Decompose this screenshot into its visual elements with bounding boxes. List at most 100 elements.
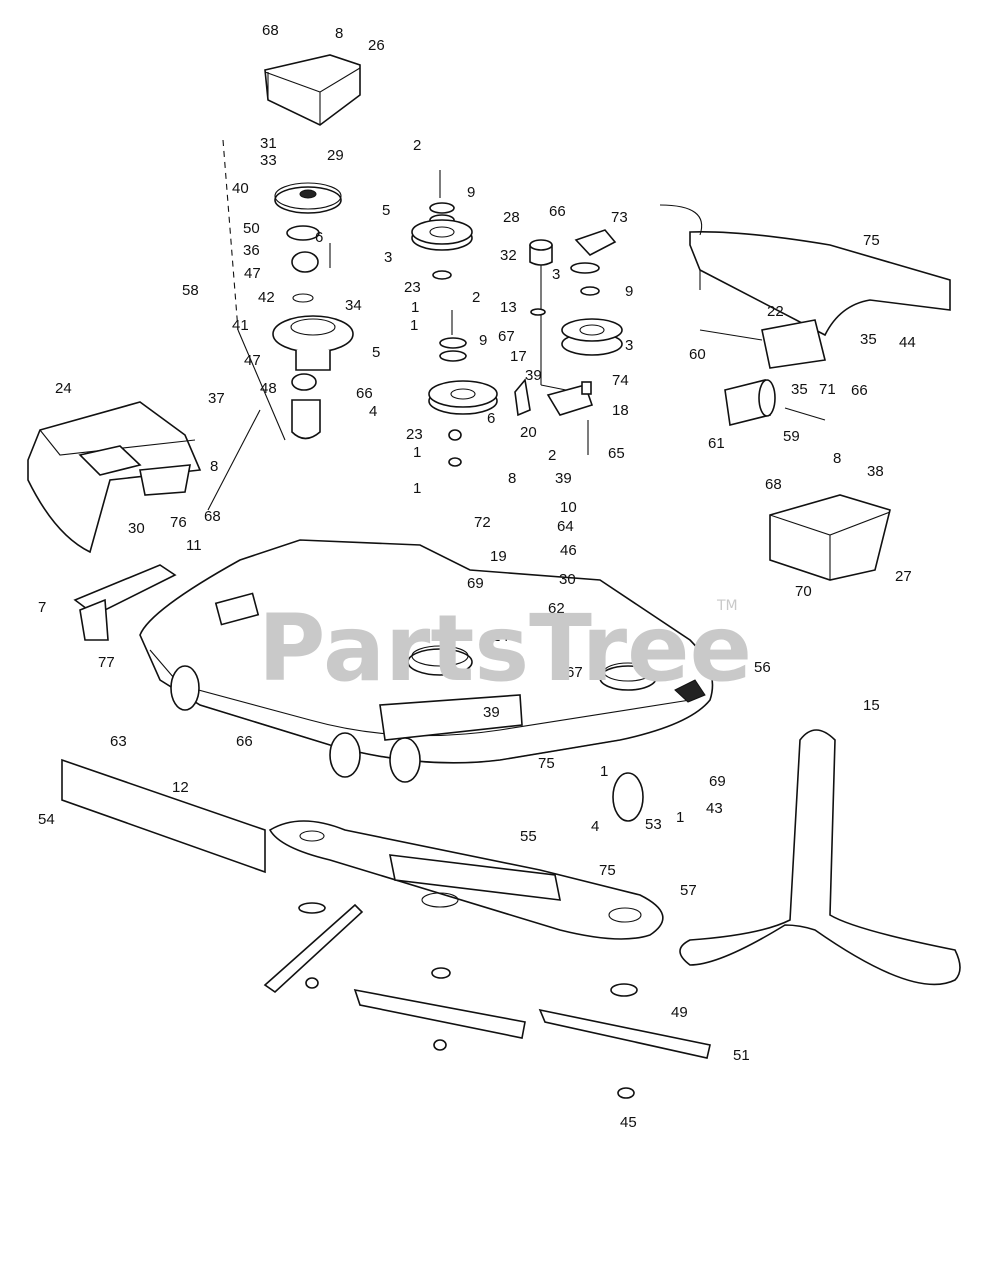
callout-label: 8 [210, 458, 218, 475]
callout-label: 9 [479, 332, 487, 349]
callout-label: 15 [863, 697, 880, 714]
callout-label: 57 [680, 882, 697, 899]
callout-label: 10 [560, 499, 577, 516]
callout-label: 49 [671, 1004, 688, 1021]
callout-label: 1 [600, 763, 608, 780]
callout-label: 75 [599, 862, 616, 879]
callout-label: 76 [170, 514, 187, 531]
right-box-cover [769, 494, 891, 581]
callout-label: 23 [404, 279, 421, 296]
callout-label: 7 [38, 599, 46, 616]
callout-label: 48 [260, 380, 277, 397]
callout-label: 67 [498, 328, 515, 345]
callout-label: 12 [172, 779, 189, 796]
belt-cover-left [27, 401, 202, 554]
callout-label: 39 [525, 367, 542, 384]
callout-label: 1 [413, 480, 421, 497]
callout-label: 44 [899, 334, 916, 351]
callout-label: 6 [315, 229, 323, 246]
callout-label: 11 [186, 537, 202, 554]
right-belt-cover [659, 204, 951, 337]
callout-label: 3 [384, 249, 392, 266]
callout-label: 66 [851, 382, 868, 399]
callout-label: 14 [492, 628, 509, 645]
callout-label: 61 [708, 435, 725, 452]
callout-label: 19 [490, 548, 507, 565]
callout-label: 45 [620, 1114, 637, 1131]
callout-label: 26 [368, 37, 385, 54]
callout-label: 66 [236, 733, 253, 750]
callout-label: 17 [510, 348, 527, 365]
callout-label: 35 [791, 381, 808, 398]
callout-label: 3 [552, 266, 560, 283]
callout-label: 47 [244, 352, 261, 369]
idler-pulley-lower [428, 380, 498, 415]
callout-label: 39 [555, 470, 572, 487]
callout-label: 30 [128, 520, 145, 537]
callout-label: 31 [260, 135, 277, 152]
callout-label: 67 [566, 664, 583, 681]
blade-baffle-plate [268, 820, 664, 940]
callout-label: 68 [204, 508, 221, 525]
callout-label: 51 [733, 1047, 750, 1064]
callout-label: 4 [591, 818, 599, 835]
callout-label: 53 [645, 816, 662, 833]
callout-label: 73 [611, 209, 628, 226]
callout-label: 41 [232, 317, 249, 334]
callout-label: 62 [548, 600, 565, 617]
callout-label: 72 [474, 514, 491, 531]
callout-label: 54 [38, 811, 55, 828]
callout-label: 64 [557, 518, 574, 535]
callout-label: 1 [411, 299, 419, 316]
callout-label: 8 [833, 450, 841, 467]
idler-pulley-arm [561, 318, 623, 356]
callout-label: 46 [560, 542, 577, 559]
callout-label: 35 [860, 331, 877, 348]
callout-label: 2 [472, 289, 480, 306]
callout-label: 55 [520, 828, 537, 845]
callout-label: 36 [243, 242, 260, 259]
callout-label: 65 [608, 445, 625, 462]
watermark-trademark: TM [716, 598, 738, 614]
callout-label: 23 [406, 426, 423, 443]
callout-label: 33 [260, 152, 277, 169]
cylinder-part [724, 379, 776, 426]
callout-label: 63 [110, 733, 127, 750]
callout-label: 13 [500, 299, 517, 316]
spindle-housing [272, 315, 354, 371]
callout-label: 75 [863, 232, 880, 249]
callout-label: 24 [55, 380, 72, 397]
callout-label: 29 [327, 147, 344, 164]
callout-label: 1 [410, 317, 418, 334]
callout-label: 68 [262, 22, 279, 39]
callout-label: 28 [503, 209, 520, 226]
callout-label: 27 [895, 568, 912, 585]
callout-label: 43 [706, 800, 723, 817]
callout-label: 8 [508, 470, 516, 487]
callout-label: 30 [559, 571, 576, 588]
spindle-pulley-upper [274, 182, 342, 214]
watermark-brand: PartsTree [258, 595, 752, 702]
callout-label: 56 [754, 659, 771, 676]
callout-label: 22 [767, 303, 784, 320]
callout-label: 70 [795, 583, 812, 600]
idler-pulley-upper [411, 219, 473, 251]
callout-label: 2 [548, 447, 556, 464]
callout-label: 59 [783, 428, 800, 445]
spindle-cover [264, 54, 361, 126]
callout-label: 5 [372, 344, 380, 361]
callout-label: 34 [345, 297, 362, 314]
callout-label: 8 [335, 25, 343, 42]
callout-label: 60 [689, 346, 706, 363]
callout-label: 9 [625, 283, 633, 300]
callout-label: 1 [676, 809, 684, 826]
callout-label: 38 [867, 463, 884, 480]
callout-label: 47 [244, 265, 261, 282]
callout-label: 37 [208, 390, 225, 407]
front-baffle [61, 758, 266, 874]
callout-label: 66 [549, 203, 566, 220]
callout-label: 20 [520, 424, 537, 441]
blades [263, 902, 711, 1099]
